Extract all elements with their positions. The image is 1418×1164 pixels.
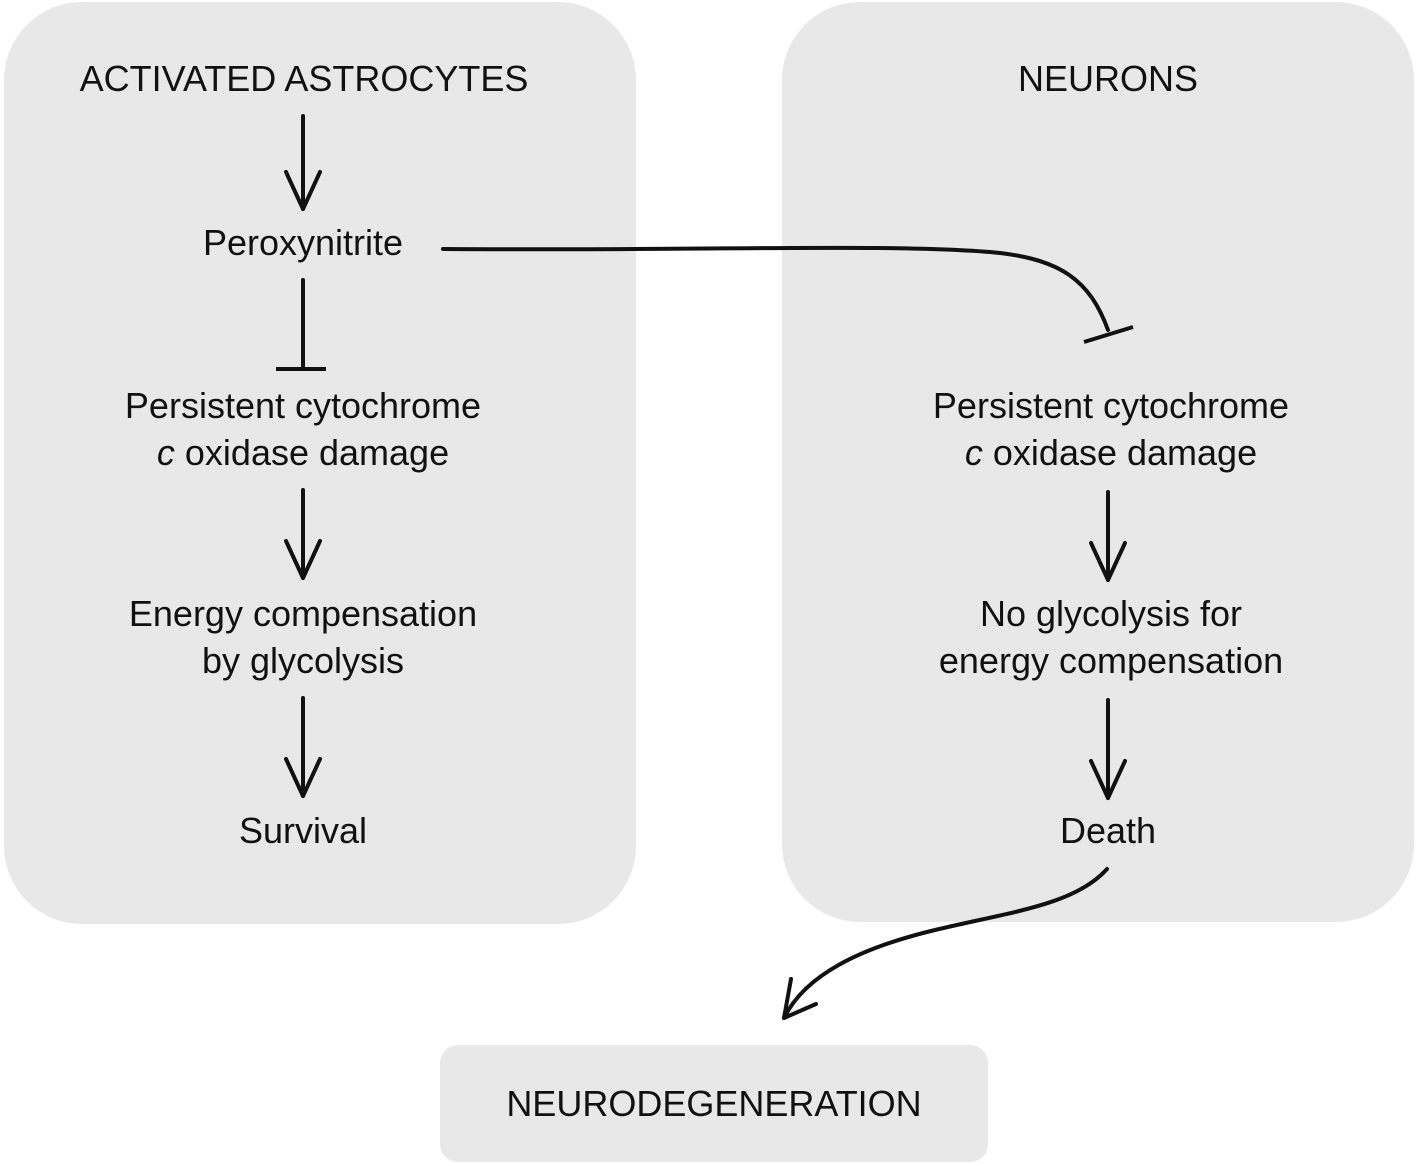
neurons-title: NEURONS <box>1017 58 1199 99</box>
inhibit-peroxynitrite-to-astro-damage <box>276 278 326 371</box>
astro-damage-italic-c: c <box>156 432 175 473</box>
astrocytes-panel <box>4 2 636 924</box>
astro-damage-label: Persistent cytochrome c oxidase damage <box>63 382 543 476</box>
peroxynitrite-label: Peroxynitrite <box>202 222 404 263</box>
neurons-panel <box>782 2 1414 922</box>
neuron-damage-line1: Persistent cytochrome <box>932 385 1290 426</box>
astro-energy-line2: by glycolysis <box>201 640 405 681</box>
neuron-energy-line2: energy compensation <box>938 640 1284 681</box>
astro-damage-line2-rest: oxidase damage <box>174 432 450 473</box>
astro-damage-line1: Persistent cytochrome <box>124 385 482 426</box>
neurodegeneration-box <box>440 1045 988 1162</box>
arrow-energy-to-survival <box>284 696 322 798</box>
neuron-damage-label: Persistent cytochrome c oxidase damage <box>871 382 1351 476</box>
arrow-astrocytes-to-peroxynitrite <box>284 114 322 211</box>
neuron-energy-line1: No glycolysis for <box>979 593 1243 634</box>
astro-damage-line2: c oxidase damage <box>63 429 543 476</box>
arrow-death-to-neurodegeneration <box>782 867 1109 1020</box>
arrow-astro-damage-to-energy <box>284 488 322 580</box>
death-label: Death <box>1059 810 1157 851</box>
astrocytes-title: ACTIVATED ASTROCYTES <box>79 58 529 99</box>
neuron-damage-line2-rest: oxidase damage <box>982 432 1258 473</box>
arrow-energy-to-death <box>1089 698 1127 800</box>
survival-label: Survival <box>238 810 368 851</box>
neurodegeneration-label: NEURODEGENERATION <box>506 1083 922 1124</box>
astro-energy-line1: Energy compensation <box>128 593 478 634</box>
arrow-neuron-damage-to-energy <box>1089 490 1127 582</box>
neuron-damage-italic-c: c <box>964 432 983 473</box>
neuron-damage-line2: c oxidase damage <box>871 429 1351 476</box>
neuron-energy-label: No glycolysis for energy compensation <box>871 590 1351 684</box>
inhibit-peroxynitrite-to-neuron-damage <box>441 245 1134 344</box>
astro-energy-label: Energy compensation by glycolysis <box>63 590 543 684</box>
